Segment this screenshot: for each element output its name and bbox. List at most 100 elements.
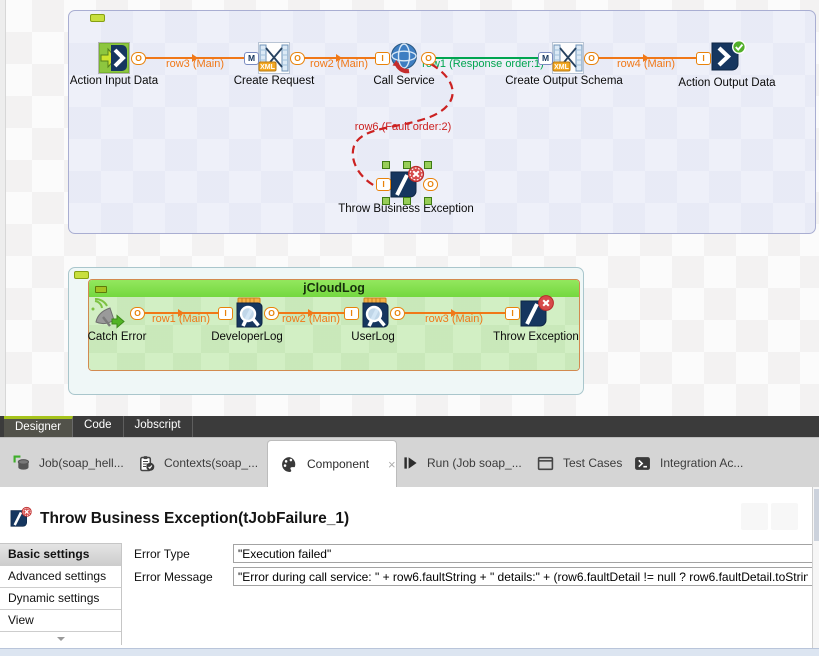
- component-label: Create Request: [233, 75, 315, 87]
- input-port[interactable]: I: [696, 52, 711, 65]
- component-label: UserLog: [351, 331, 395, 343]
- settings-menu: Basic settings Advanced settings Dynamic…: [0, 543, 122, 645]
- job-icon: [13, 455, 30, 470]
- tab-contexts[interactable]: Contexts(soap_...: [139, 438, 258, 488]
- input-port[interactable]: I: [505, 307, 520, 320]
- svg-text:XML: XML: [554, 64, 570, 71]
- error-message-field[interactable]: [233, 567, 813, 586]
- group-title: jCloudLog: [89, 280, 579, 298]
- xmlmap-icon: XML: [258, 42, 290, 74]
- output-port[interactable]: O: [131, 52, 146, 65]
- tab-label: Integration Ac...: [660, 456, 744, 470]
- component-settings-panel: Throw Business Exception(tJobFailure_1) …: [0, 487, 819, 648]
- selection-handle[interactable]: [424, 197, 432, 205]
- output-port[interactable]: O: [423, 178, 438, 191]
- tab-run[interactable]: Run (Job soap_...: [403, 438, 522, 488]
- connection-arrow: [192, 54, 198, 62]
- tab-jobscript[interactable]: Jobscript: [124, 416, 193, 437]
- input-port[interactable]: I: [376, 178, 391, 191]
- selection-handle[interactable]: [424, 161, 432, 169]
- collapse-toggle[interactable]: [74, 271, 89, 279]
- input-icon: [98, 42, 130, 74]
- menu-view[interactable]: View: [0, 610, 121, 632]
- window-icon: [537, 456, 554, 470]
- output-port[interactable]: O: [130, 307, 145, 320]
- connection-label: row1 (Response order:1): [422, 58, 544, 70]
- component-label: Call Service: [373, 75, 435, 87]
- output-port[interactable]: O: [290, 52, 305, 65]
- component-throw-exception[interactable]: [518, 294, 556, 335]
- component-action-output-data[interactable]: [710, 39, 747, 79]
- menu-advanced-settings[interactable]: Advanced settings: [0, 566, 121, 588]
- output-port[interactable]: O: [390, 307, 405, 320]
- component-label: DeveloperLog: [211, 331, 283, 343]
- component-userlog[interactable]: [357, 297, 391, 336]
- xmlmap-icon: XML: [552, 42, 584, 74]
- component-label: Action Output Data: [678, 77, 776, 89]
- group-collapse-toggle[interactable]: [95, 286, 107, 293]
- selection-handle[interactable]: [403, 161, 411, 169]
- component-label: Throw Business Exception: [338, 203, 474, 215]
- selection-handle[interactable]: [403, 197, 411, 205]
- globe-service-icon: [391, 43, 417, 74]
- connection-label: row4 (Main): [616, 58, 676, 70]
- tab-job[interactable]: Job(soap_hell...: [13, 438, 124, 488]
- tab-component-active[interactable]: Component ×: [267, 440, 397, 488]
- output-port[interactable]: O: [421, 52, 436, 65]
- connection-label: row3 (Main): [424, 313, 484, 325]
- output-check-icon: [711, 39, 747, 71]
- selection-handle[interactable]: [382, 161, 390, 169]
- satellite-catch-icon: [91, 298, 125, 329]
- map-port[interactable]: M: [244, 52, 259, 65]
- job-failure-icon: [520, 295, 554, 327]
- component-create-output-schema[interactable]: XML: [552, 42, 584, 79]
- tab-integration[interactable]: Integration Ac...: [634, 438, 743, 488]
- collapse-toggle[interactable]: [90, 14, 105, 22]
- connection-label: row3 (Main): [165, 58, 225, 70]
- component-catch-error[interactable]: [90, 297, 130, 336]
- output-port[interactable]: O: [584, 52, 599, 65]
- tab-label: Test Cases: [563, 456, 623, 470]
- jcloudlog-group[interactable]: jCloudLog: [88, 279, 580, 371]
- panel-toolbar-button[interactable]: [741, 503, 768, 530]
- panel-component-icon: [9, 504, 33, 536]
- group-body: [89, 297, 579, 370]
- component-action-input-data[interactable]: [98, 42, 130, 79]
- component-label: Action Input Data: [69, 75, 159, 87]
- close-icon[interactable]: ×: [388, 456, 396, 472]
- integration-icon: [635, 456, 650, 470]
- canvas-left-gutter: [0, 0, 6, 416]
- output-port[interactable]: O: [264, 307, 279, 320]
- selection-handle[interactable]: [382, 197, 390, 205]
- tab-label: Component: [307, 457, 370, 471]
- component-create-request[interactable]: XML: [258, 42, 290, 79]
- job-designer-canvas[interactable]: Action Input Data O row3 (Main) M XML Cr…: [0, 0, 819, 416]
- connection-arrow: [451, 309, 457, 317]
- component-label: Throw Exception: [493, 331, 579, 343]
- tab-label: Contexts(soap_...: [164, 456, 259, 470]
- input-port[interactable]: I: [375, 52, 390, 65]
- input-port[interactable]: I: [344, 307, 359, 320]
- tab-code[interactable]: Code: [73, 416, 124, 437]
- chevron-down-icon: [56, 637, 65, 641]
- connection-arrow: [336, 54, 342, 62]
- component-developerlog[interactable]: [231, 297, 265, 336]
- log-magnifier-icon: [236, 297, 263, 328]
- component-label: Create Output Schema: [505, 75, 623, 87]
- connection-label: row1 (Main): [151, 313, 211, 325]
- connection-row1-response[interactable]: [435, 57, 538, 59]
- error-type-field[interactable]: [233, 544, 813, 563]
- panel-scrollbar[interactable]: [812, 487, 819, 648]
- input-port[interactable]: I: [218, 307, 233, 320]
- component-call-service[interactable]: [388, 42, 420, 79]
- menu-dynamic-settings[interactable]: Dynamic settings: [0, 588, 121, 610]
- menu-scroll-down[interactable]: [0, 632, 121, 645]
- map-port[interactable]: M: [538, 52, 553, 65]
- panel-bottom-edge: [0, 648, 819, 656]
- menu-basic-settings[interactable]: Basic settings: [0, 544, 121, 566]
- tab-test-cases[interactable]: Test Cases: [537, 438, 622, 488]
- connection-label-fault: row6 (Fault order:2): [354, 121, 452, 133]
- tab-designer[interactable]: Designer: [4, 416, 74, 437]
- connection-label: row2 (Main): [281, 313, 341, 325]
- panel-toolbar-button[interactable]: [771, 503, 798, 530]
